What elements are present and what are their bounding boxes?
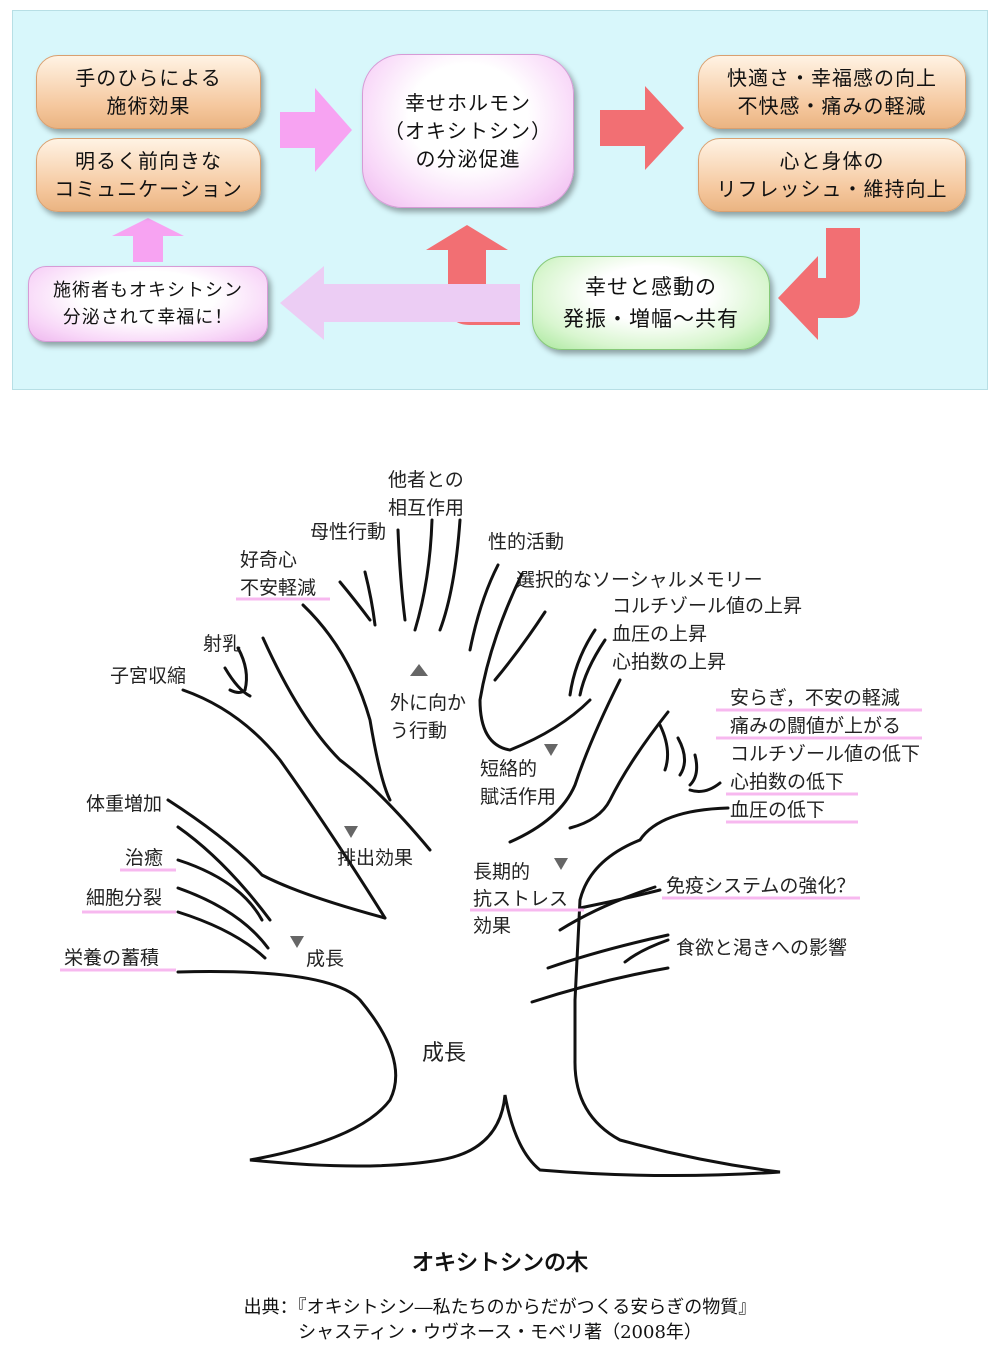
marker-short: [544, 744, 558, 756]
branch-growth: 成長: [306, 948, 344, 970]
leaf-calm: 安らぎ，不安の軽減: [730, 687, 900, 709]
leaf-appetite: 食欲と渇きへの影響: [676, 937, 847, 959]
arrow-right-red: [600, 86, 684, 170]
arrow-up-pink: [112, 218, 184, 262]
branch-short-2: 賦活作用: [480, 786, 556, 808]
caption-author: シャスティン・ウヴネース・モベリ著（2008年）: [298, 1322, 702, 1343]
oxytocin-tree: 成長 外に向か う行動 排出効果 成長 短絡的 賦活作用 長期的 抗ストレス 効…: [60, 469, 922, 1178]
arrow-left-lavender: [280, 266, 520, 340]
leaf-cortisol-down: コルチゾール値の低下: [730, 743, 920, 765]
tree-labels: 成長 外に向か う行動 排出効果 成長 短絡的 賦活作用 長期的 抗ストレス 効…: [64, 469, 920, 1066]
marker-outward: [410, 664, 428, 676]
leaf-uterus: 子宮収縮: [110, 665, 186, 687]
box-palm-treatment: 手のひらによる 施術効果: [36, 55, 261, 129]
branch-long-1: 長期的: [473, 861, 530, 883]
leaf-other-2: 相互作用: [388, 497, 464, 519]
box-practitioner: 施術者もオキシトシン 分泌されて幸福に！: [28, 266, 268, 342]
leaf-healing: 治癒: [125, 847, 163, 869]
leaf-weight: 体重増加: [86, 793, 162, 815]
branch-long-2: 抗ストレス: [473, 888, 568, 910]
branch-outward-2: う行動: [390, 720, 447, 742]
leaf-bp-down: 血圧の低下: [730, 799, 825, 821]
tree-lines: [166, 518, 781, 1178]
leaf-other-1: 他者との: [388, 469, 464, 491]
box-share-emotion: 幸せと感動の 発振・増幅〜共有: [532, 256, 770, 350]
leaf-anxiety: 不安軽減: [240, 577, 316, 599]
tree-markers: [290, 664, 568, 948]
leaf-social-memory: 選択的なソーシャルメモリー: [516, 569, 763, 591]
leaf-cell: 細胞分裂: [86, 887, 162, 909]
leaf-hr-up: 心拍数の上昇: [612, 651, 726, 673]
branch-short-1: 短絡的: [480, 758, 537, 780]
leaf-pain: 痛みの闘値が上がる: [730, 715, 901, 737]
branch-excretion: 排出効果: [337, 847, 413, 869]
marker-excretion: [344, 826, 358, 838]
caption-source: 出典：『オキシトシン―私たちのからだがつくる安らぎの物質』: [243, 1297, 757, 1318]
arrow-right-pink: [280, 88, 352, 172]
flow-arrows: [112, 86, 860, 340]
branch-long-3: 効果: [473, 915, 511, 937]
arrow-curve-down-red: [778, 228, 860, 340]
marker-long: [554, 858, 568, 870]
caption-title: オキシトシンの木: [411, 1251, 588, 1276]
leaf-immune: 免疫システムの強化？: [666, 875, 855, 897]
box-refresh: 心と身体の リフレッシュ・維持向上: [698, 138, 966, 212]
trunk-label: 成長: [422, 1041, 466, 1066]
leaf-hr-down: 心拍数の低下: [730, 771, 844, 793]
leaf-nutrient: 栄養の蓄積: [64, 947, 159, 969]
leaf-curiosity: 好奇心: [240, 549, 297, 571]
highlight-underlines: [60, 597, 922, 972]
box-happiness-hormone: 幸せホルモン （オキシトシン） の分泌促進: [362, 54, 574, 208]
box-comfort: 快適さ・幸福感の向上 不快感・痛みの軽減: [698, 55, 966, 129]
leaf-bp-up: 血圧の上昇: [612, 623, 707, 645]
box-communication: 明るく前向きな コミュニケーション: [36, 138, 261, 212]
leaf-lactation: 射乳: [203, 633, 241, 655]
marker-growth: [290, 936, 304, 948]
leaf-maternal: 母性行動: [310, 521, 386, 543]
branch-outward-1: 外に向か: [390, 692, 466, 714]
leaf-sexual: 性的活動: [488, 531, 564, 553]
leaf-cortisol-up: コルチゾール値の上昇: [612, 595, 802, 617]
